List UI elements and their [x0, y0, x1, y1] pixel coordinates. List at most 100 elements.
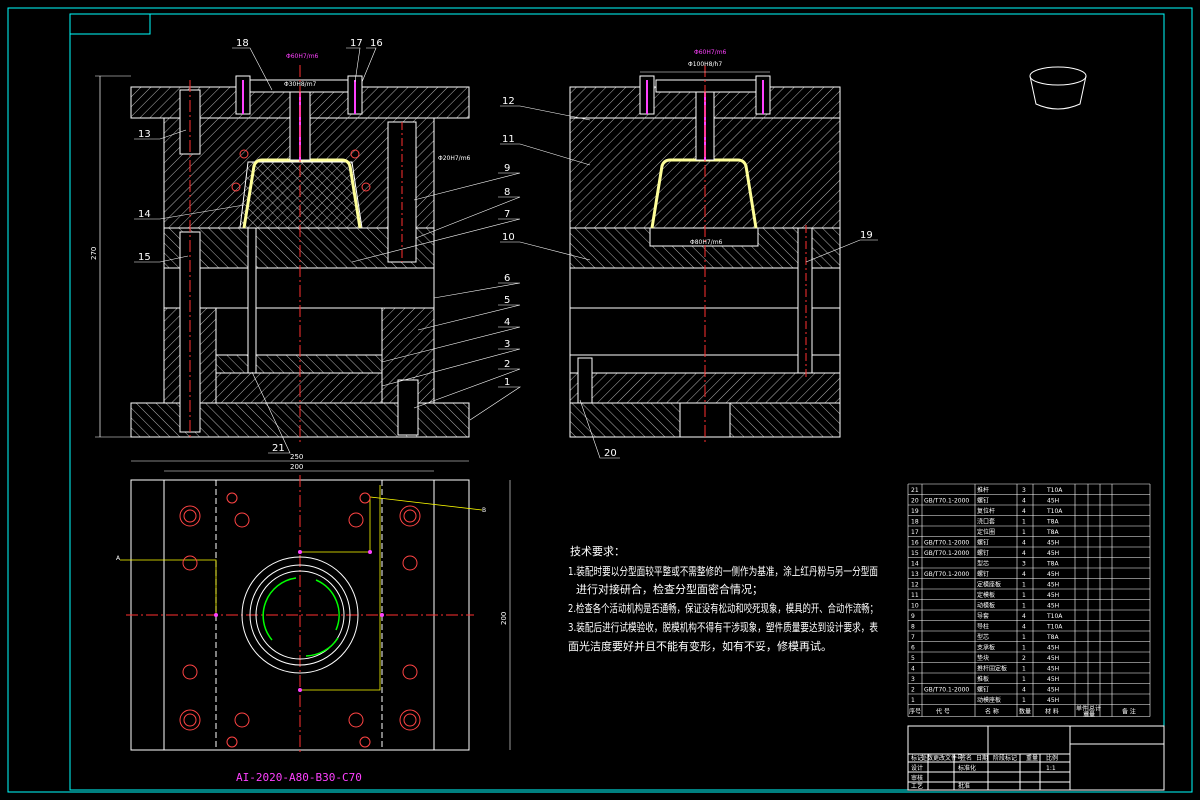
callout-3: 3	[504, 339, 510, 350]
tb-c4: 签名	[960, 754, 972, 762]
bom-row-mat: 45H	[1047, 666, 1059, 673]
ejector-retainer	[215, 354, 383, 374]
bom-row-name: 垫块	[977, 654, 989, 662]
bom-row-mat: T8A	[1046, 561, 1059, 568]
bom-row-qty: 4	[1022, 624, 1026, 631]
screw-2	[397, 379, 419, 436]
callout-21: 21	[272, 443, 285, 454]
tech-requirements: 技术要求： 1.装配时要以分型面较平整或不需整修的一侧作为基准，涂上红丹粉与另一…	[568, 545, 878, 653]
bom-row-no: 5	[911, 655, 915, 662]
title-block: 标记 处数 更改文件号 签名 日期 设计 审核 工艺 标准化 批准 阶段标记 重…	[907, 725, 1165, 791]
bom-row-std: GB/T70.1-2000	[924, 687, 969, 694]
callout-8: 8	[504, 187, 510, 198]
bom-row-qty: 1	[1022, 582, 1026, 589]
callout-13: 13	[138, 129, 151, 140]
req-line2: 进行对接研合，检查分型面密合情况；	[576, 582, 763, 596]
fit-top-left: Φ30H8/m7	[284, 81, 317, 88]
part-iso	[1029, 66, 1087, 110]
plan-note-a: A	[116, 555, 121, 562]
drawing-code: AI-2020-A80-B30-C70	[236, 771, 362, 784]
callout-16: 16	[370, 38, 383, 49]
tb-c12: 重量	[1026, 754, 1038, 762]
core-block	[239, 161, 363, 229]
bom-row-no: 4	[911, 666, 915, 673]
bom-row-no: 18	[911, 519, 919, 526]
bom-row-no: 19	[911, 508, 919, 515]
bom-row-mat: 45H	[1047, 687, 1059, 694]
bom-row-qty: 1	[1022, 666, 1026, 673]
bom-row-no: 15	[911, 550, 919, 557]
bom-row-name: 螺钉	[977, 570, 989, 578]
bom-row-no: 21	[911, 487, 919, 494]
bom-header-remark: 备 注	[1122, 708, 1136, 716]
ejector-plate	[215, 372, 383, 404]
tb-c8: 工艺	[911, 782, 923, 790]
bom-row-qty: 3	[1022, 487, 1026, 494]
bom-row-name: 定位圈	[977, 528, 995, 536]
callout-11: 11	[502, 134, 515, 145]
dim-plan-height: 200	[500, 612, 508, 625]
fit-top-right: Φ100H8/h7	[688, 61, 722, 68]
bom-row-mat: 45H	[1047, 645, 1059, 652]
bom-row-mat: 45H	[1047, 655, 1059, 662]
callout-1: 1	[504, 377, 510, 388]
bom-row-name: 定模座板	[977, 581, 1001, 589]
bom-row-mat: 45H	[1047, 676, 1059, 683]
plan-view: 250 200 200 B A AI-2020-A80-B30-C70	[116, 453, 511, 784]
plan-note-b: B	[482, 507, 486, 514]
bom-row-no: 10	[911, 603, 919, 610]
dim-height: 270	[90, 247, 98, 260]
magenta-label-right: Φ60H7/m6	[694, 49, 727, 56]
callout-15: 15	[138, 252, 151, 263]
callout-14: 14	[138, 209, 151, 220]
callout-2: 2	[504, 359, 510, 370]
bom-row-name: 导套	[977, 612, 989, 620]
bom-row-name: 定模板	[977, 591, 995, 599]
bom-row-no: 8	[911, 624, 915, 631]
bom-row-name: 推杆	[977, 486, 989, 494]
bom-row-no: 7	[911, 634, 915, 641]
bom-row-no: 14	[911, 561, 919, 568]
bom-row-name: 螺钉	[977, 539, 989, 547]
tb-c3: 更改文件号	[933, 754, 963, 762]
bom-row-qty: 4	[1022, 540, 1026, 547]
bom-row-mat: 45H	[1047, 697, 1059, 704]
bom-row-name: 动模座板	[977, 696, 1001, 704]
callout-10: 10	[502, 232, 515, 243]
dim-plan-inner: 200	[290, 463, 303, 471]
bom-row-mat: 45H	[1047, 498, 1059, 505]
bom-header-code: 代 号	[936, 708, 950, 716]
bom-row-qty: 1	[1022, 592, 1026, 599]
bom-row-no: 11	[911, 592, 919, 599]
bom-row-mat: T10A	[1046, 613, 1063, 620]
bom-row-mat: T10A	[1046, 487, 1063, 494]
bom-row-qty: 1	[1022, 603, 1026, 610]
bom-header-unit: 单件	[1076, 705, 1088, 713]
tb-c6: 设计	[911, 764, 923, 772]
bom-row-qty: 1	[1022, 634, 1026, 641]
tb-c9: 标准化	[958, 764, 976, 772]
bom-row-no: 1	[911, 697, 915, 704]
callout-9: 9	[504, 163, 510, 174]
bom-row-mat: 45H	[1047, 540, 1059, 547]
bom-row-qty: 1	[1022, 676, 1026, 683]
left-section-view: 270 Φ30H8/m7 Φ60H7/m6 Φ20H7/m6 18 17 16	[90, 38, 521, 454]
bom-row-no: 16	[911, 540, 919, 547]
tb-c10: 批准	[958, 782, 970, 790]
bom-row-no: 3	[911, 676, 915, 683]
bom-header-name: 名 称	[985, 708, 999, 716]
bom-row-std: GB/T70.1-2000	[924, 498, 969, 505]
fit-core-right: Φ80H7/m6	[690, 239, 723, 246]
bom-row-name: 复位杆	[977, 507, 995, 515]
tb-c2: 处数	[921, 754, 933, 762]
bom-row-name: 推杆固定板	[977, 665, 1007, 673]
bom-row-name: 支承板	[977, 644, 995, 652]
tb-c11: 阶段标记	[993, 754, 1017, 762]
inner-frame	[69, 13, 1165, 791]
bom-row-mat: T8A	[1046, 519, 1059, 526]
bom-row-name: 型芯	[977, 633, 989, 641]
outer-frame	[7, 7, 1193, 793]
bom-row-qty: 4	[1022, 508, 1026, 515]
callout-12: 12	[502, 96, 515, 107]
